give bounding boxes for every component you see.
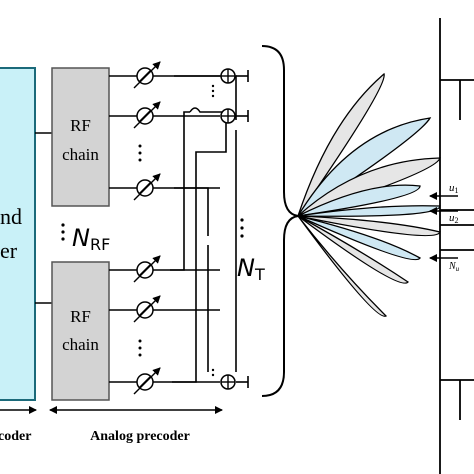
baseband-label-line2: er — [0, 238, 18, 263]
combiner-plus — [221, 69, 235, 389]
user-label-2: u2 — [449, 212, 459, 225]
baseband-precoder-block — [0, 67, 36, 401]
rf-chain-bottom-line2: chain — [62, 335, 99, 354]
n-t-label: NT — [237, 254, 265, 284]
user-side-structure — [439, 18, 474, 474]
rf-chain-top-line2: chain — [62, 145, 99, 164]
beam-pattern — [297, 72, 441, 317]
beam-lobe — [297, 215, 421, 261]
rf-ellipsis-dot — [61, 223, 65, 227]
antenna-ellipsis — [240, 218, 244, 238]
beam-lobe — [297, 215, 409, 284]
user-arrows — [429, 192, 458, 262]
digital-precoder-label: coder — [0, 429, 31, 444]
user-label-nu: Nu — [448, 261, 460, 273]
rf-chain-top-line1: RF — [70, 116, 91, 135]
baseband-label-line1: nd — [0, 204, 22, 229]
rf-chain-block-top — [51, 67, 110, 207]
beam-lobe — [297, 215, 388, 317]
rf-ellipsis-dot — [61, 237, 65, 241]
phase-shifter-tuning-arrow — [133, 61, 161, 395]
phase-shifter-network — [109, 75, 248, 383]
rf-chain-bottom-line1: RF — [70, 307, 91, 326]
beam-lobe — [297, 72, 385, 217]
n-rf-label: NRF — [72, 224, 110, 254]
antenna-array-brace — [261, 45, 299, 397]
analog-precoder-label: Analog precoder — [90, 429, 190, 444]
branch-ellipsis — [138, 84, 215, 377]
phase-shifter-slash — [138, 69, 152, 389]
rf-chain-block-bottom — [51, 261, 110, 401]
rf-ellipsis-dot — [61, 230, 65, 234]
user-label-1: u1 — [449, 182, 459, 195]
beam-lobe — [297, 184, 421, 217]
